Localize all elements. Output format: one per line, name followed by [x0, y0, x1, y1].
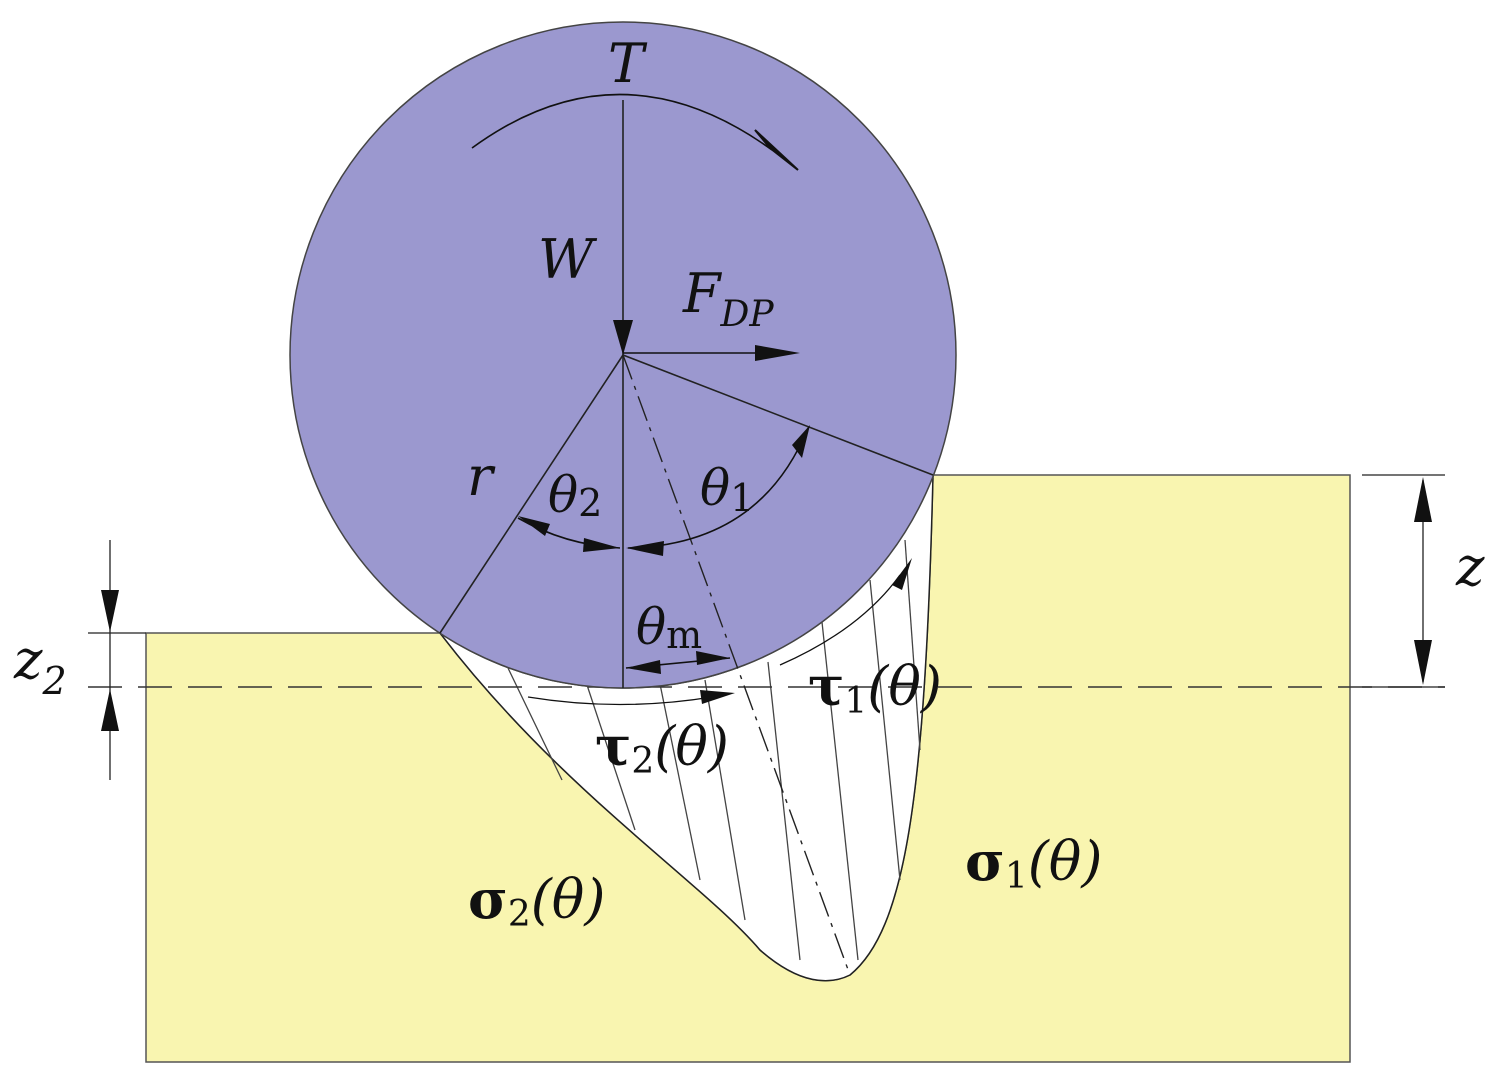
theta2-arrowhead-left [518, 516, 550, 536]
force-subscript: DP [719, 294, 774, 335]
tau2-subscript: 2 [631, 741, 654, 782]
theta2-arrowhead-right [583, 538, 620, 552]
theta1-arrowhead-bottom [626, 541, 664, 556]
thetam-arrowhead-right [696, 651, 730, 665]
z-arrowhead-bottom [1414, 640, 1432, 685]
z-arrowhead-top [1414, 477, 1432, 522]
tau2-label: τ2(θ) [595, 714, 729, 782]
z2-arrowhead-top [101, 590, 119, 632]
z2-arrowhead-bottom [101, 689, 119, 731]
thetam-arrowhead-left [626, 660, 661, 674]
tau2-argument: (θ) [654, 715, 729, 778]
z2-dimension [88, 540, 146, 780]
tau1-arc [779, 574, 901, 666]
theta1-arrowhead-top [792, 425, 810, 458]
depth2-subscript: 2 [41, 659, 66, 703]
z-dimension [1362, 474, 1445, 688]
theta2-subscript: 2 [578, 481, 602, 525]
tau1-argument: (θ) [867, 655, 942, 718]
sigma1-label: σ1(θ) [965, 829, 1102, 897]
thetam-label: θm [636, 598, 702, 657]
theta1-label: θ1 [700, 459, 754, 520]
tau1-arrowhead [892, 558, 912, 590]
tau2-arrowhead [700, 690, 735, 704]
sigma2-subscript: 2 [508, 894, 531, 935]
load-label: W [538, 228, 598, 291]
load-arrowhead [613, 320, 633, 355]
torque-arrow [471, 93, 773, 151]
tau1-subscript: 1 [844, 681, 867, 722]
sigma2-argument: (θ) [531, 868, 606, 931]
center-line [622, 354, 851, 976]
torque-arrowhead [754, 129, 799, 171]
sigma2-label: σ2(θ) [468, 867, 605, 935]
groove-hatching [507, 539, 921, 961]
thetam-subscript: m [666, 613, 702, 657]
depth2-label: z2 [13, 628, 67, 703]
radial-lines [439, 100, 934, 688]
force-label: FDP [682, 262, 774, 335]
tau2-arc [527, 696, 713, 706]
tau1-label: τ1(θ) [808, 654, 942, 722]
torque-label: T [608, 32, 648, 95]
force-arrowhead [755, 345, 800, 361]
radius-label: r [467, 445, 496, 508]
theta1-subscript: 1 [730, 476, 754, 520]
sigma1-argument: (θ) [1028, 830, 1103, 893]
theta2-label: θ2 [548, 466, 602, 525]
sigma1-subscript: 1 [1005, 856, 1028, 897]
depth-label: z [1455, 535, 1485, 598]
